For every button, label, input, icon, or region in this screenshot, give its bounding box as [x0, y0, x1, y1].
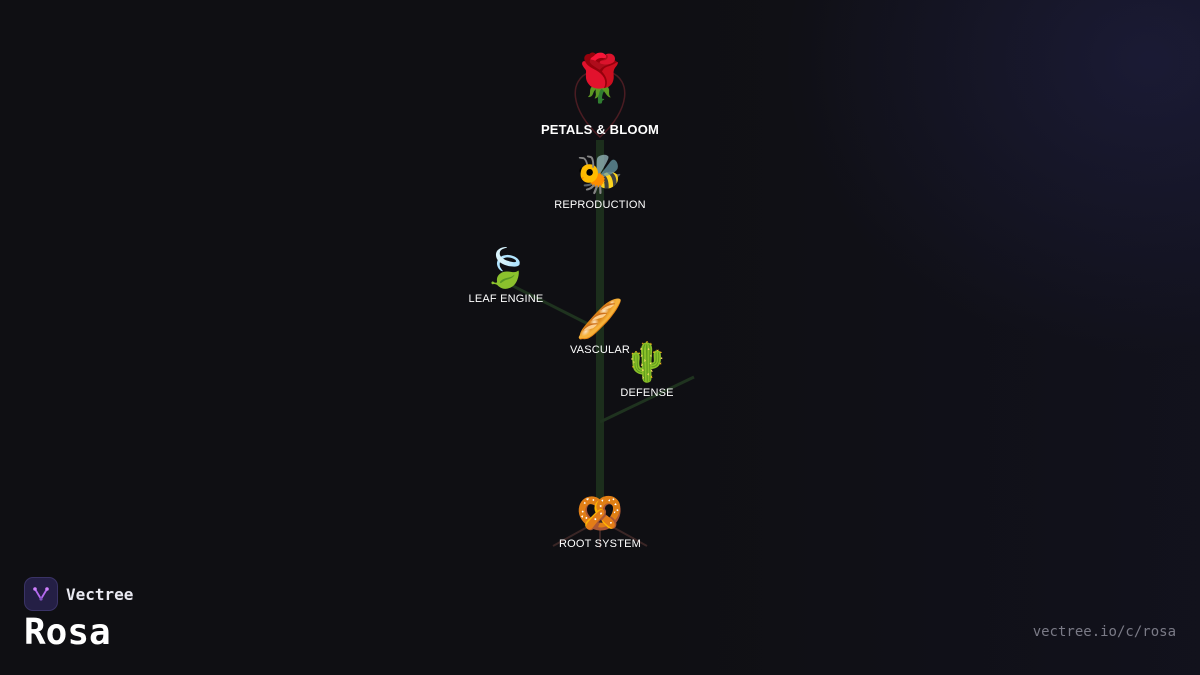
page-title: Rosa: [24, 612, 111, 653]
cactus-icon: 🌵: [623, 342, 671, 384]
defense-branch: [599, 375, 695, 424]
leaf-icon: 🍃: [482, 248, 530, 290]
node-label: LEAF ENGINE: [468, 293, 544, 305]
bee-icon: 🐝: [576, 154, 624, 196]
node-defense[interactable]: 🌵 DEFENSE: [620, 341, 673, 399]
node-leaf-engine[interactable]: 🍃 LEAF ENGINE: [469, 247, 544, 305]
node-label: DEFENSE: [620, 387, 674, 399]
node-reproduction[interactable]: 🐝 REPRODUCTION: [554, 153, 646, 211]
brand: Vectree: [24, 577, 133, 611]
node-vascular[interactable]: 🥖 VASCULAR: [570, 298, 630, 356]
node-label: REPRODUCTION: [554, 199, 646, 211]
pretzel-icon: 🥨: [576, 493, 624, 535]
node-petals-bloom[interactable]: 🌹 PETALS & BLOOM: [541, 50, 659, 137]
leaf-branch: [506, 281, 601, 332]
node-root-system[interactable]: 🥨 ROOT SYSTEM: [559, 492, 641, 550]
root-left: [552, 519, 601, 547]
bloom-outline: [574, 69, 626, 139]
brand-name: Vectree: [66, 584, 134, 604]
rose-icon: 🌹: [571, 52, 629, 104]
node-label: ROOT SYSTEM: [558, 538, 642, 550]
node-label: VASCULAR: [569, 344, 631, 356]
vectree-logo-icon: [24, 577, 58, 611]
root-right: [599, 519, 648, 547]
node-label: PETALS & BLOOM: [540, 122, 660, 137]
baguette-icon: 🥖: [576, 299, 624, 341]
page-url[interactable]: vectree.io/c/rosa: [1032, 624, 1176, 640]
